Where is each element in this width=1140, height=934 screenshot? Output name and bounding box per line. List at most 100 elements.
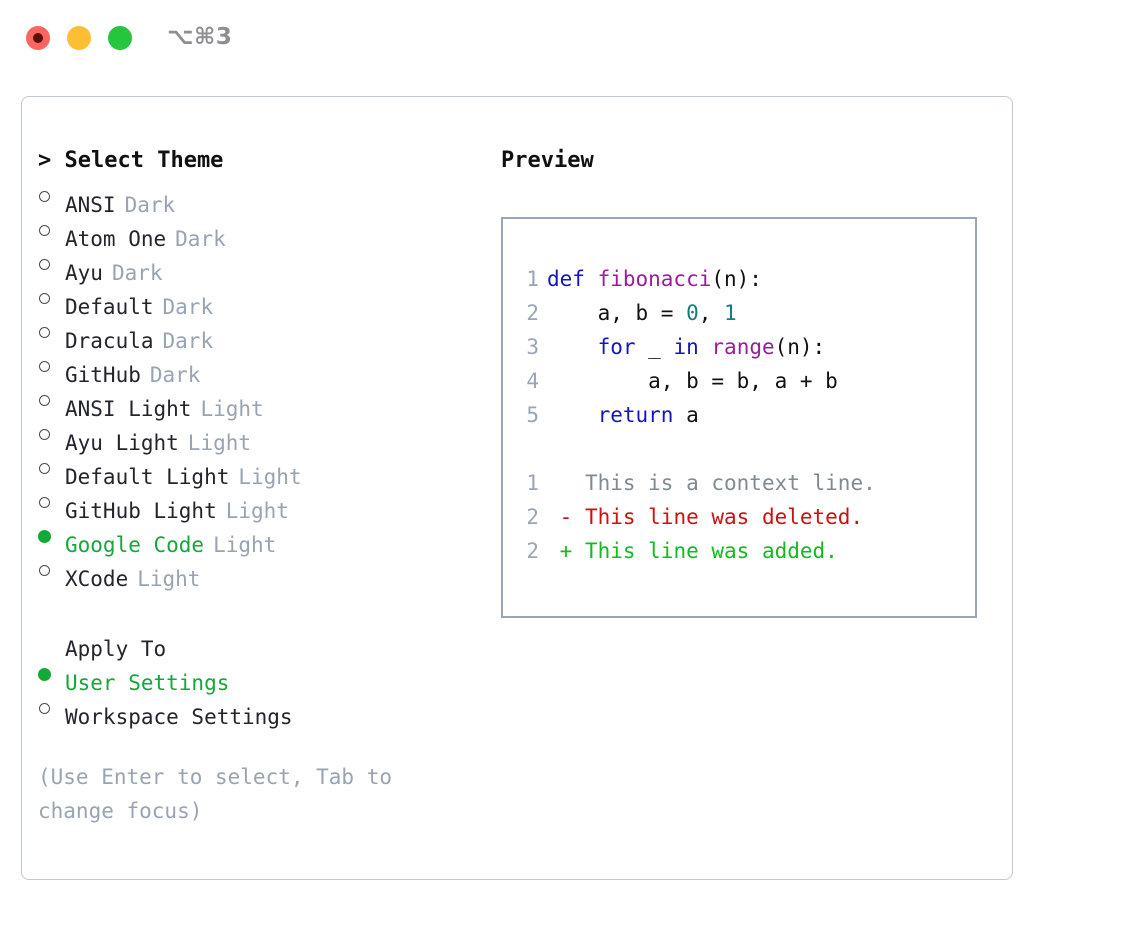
diff-text: This line was deleted.: [584, 505, 864, 529]
diff-marker: +: [547, 539, 585, 563]
radio-unselected-icon[interactable]: [38, 280, 65, 314]
code-token: return: [597, 403, 674, 427]
theme-item-variant-badge: Light: [213, 533, 277, 557]
code-token: a, b =: [547, 301, 687, 325]
line-number: 5: [526, 403, 539, 427]
radio-unselected-icon[interactable]: [38, 450, 65, 484]
radio-unselected-icon[interactable]: [38, 484, 65, 518]
theme-item-variant-badge: Dark: [124, 193, 176, 217]
code-token: fibonacci: [597, 267, 712, 291]
apply-to-item-0[interactable]: User Settings: [38, 656, 488, 695]
code-token: [547, 335, 598, 359]
theme-item-label: Default: [65, 295, 154, 319]
radio-unselected-icon[interactable]: [38, 212, 65, 246]
diff-line: 1 This is a context line.: [517, 466, 975, 500]
theme-item-label: Ayu: [65, 261, 103, 285]
code-line: 3 for _ in range(n):: [517, 330, 975, 364]
radio-unselected-icon[interactable]: [38, 382, 65, 416]
code-token: _: [635, 335, 674, 359]
radio-unselected-icon[interactable]: [38, 246, 65, 280]
diff-text: This is a context line.: [584, 471, 876, 495]
diff-line: 2 + This line was added.: [517, 534, 975, 568]
theme-item-label: GitHub Light: [65, 499, 217, 523]
code-line: 2 a, b = 0, 1: [517, 296, 975, 330]
theme-item-variant-badge: Light: [225, 499, 289, 523]
code-token: in: [673, 335, 699, 359]
apply-to-item-label: User Settings: [65, 671, 230, 695]
keyboard-shortcut-label: ⌥⌘3: [167, 24, 233, 50]
radio-selected-icon[interactable]: [38, 518, 65, 552]
theme-item-label: GitHub: [65, 363, 141, 387]
theme-item-label: Atom One: [65, 227, 167, 251]
code-token: for: [597, 335, 636, 359]
code-token: [699, 335, 712, 359]
apply-to-item-1[interactable]: Workspace Settings: [38, 690, 488, 729]
theme-item-variant-badge: Light: [238, 465, 302, 489]
zoom-button[interactable]: [108, 26, 132, 50]
keyboard-hint-text: (Use Enter to select, Tab to change focu…: [38, 765, 393, 823]
radio-unselected-icon[interactable]: [38, 552, 65, 586]
radio-selected-icon[interactable]: [38, 656, 65, 690]
code-blank-line: [517, 432, 975, 466]
minimize-button[interactable]: [67, 26, 91, 50]
theme-item-variant-badge: Light: [200, 397, 264, 421]
theme-item-3[interactable]: Default Dark: [38, 280, 488, 319]
code-token: a: [673, 403, 699, 427]
line-number: 2: [526, 301, 539, 325]
code-token: (n):: [711, 267, 762, 291]
code-token: 1: [724, 301, 737, 325]
select-theme-heading: > Select Theme: [38, 148, 224, 173]
theme-item-variant-badge: Dark: [175, 227, 226, 251]
line-number: 1: [526, 471, 539, 495]
theme-item-label: Google Code: [65, 533, 205, 557]
code-token: [547, 403, 598, 427]
theme-item-label: Default Light: [65, 465, 230, 489]
code-token: (n):: [774, 335, 826, 359]
line-number: 2: [526, 505, 539, 529]
radio-unselected-icon[interactable]: [38, 416, 65, 450]
diff-marker: -: [547, 505, 585, 529]
theme-item-label: Ayu Light: [65, 431, 179, 455]
radio-unselected-icon[interactable]: [38, 690, 65, 724]
theme-item-0[interactable]: ANSI Dark: [38, 178, 488, 217]
theme-item-1[interactable]: Atom One Dark: [38, 212, 488, 251]
radio-unselected-icon[interactable]: [38, 178, 65, 212]
code-line: 1 def fibonacci(n):: [517, 262, 975, 296]
title-bar: ⌥⌘3: [0, 0, 1140, 76]
theme-item-9[interactable]: GitHub Light Light: [38, 484, 488, 523]
theme-item-10[interactable]: Google Code Light: [38, 518, 488, 557]
code-token: def: [547, 267, 598, 291]
theme-item-label: ANSI: [65, 193, 116, 217]
theme-item-variant-badge: Dark: [162, 295, 214, 319]
radio-unselected-icon[interactable]: [38, 314, 65, 348]
theme-item-8[interactable]: Default Light Light: [38, 450, 488, 489]
code-line: 4 a, b = b, a + b: [517, 364, 975, 398]
close-button[interactable]: [26, 26, 50, 50]
line-number: 3: [526, 335, 539, 359]
theme-item-variant-badge: Dark: [111, 261, 163, 285]
line-number: 1: [526, 267, 539, 291]
theme-item-5[interactable]: GitHub Dark: [38, 348, 488, 387]
theme-item-2[interactable]: Ayu Dark: [38, 246, 488, 285]
diff-text: This line was added.: [584, 539, 838, 563]
code-token: a, b = b, a + b: [547, 369, 838, 393]
theme-item-variant-badge: Dark: [162, 329, 214, 353]
radio-unselected-icon[interactable]: [38, 348, 65, 382]
code-token: range: [711, 335, 775, 359]
code-token: ,: [698, 301, 725, 325]
code-token: 0: [686, 301, 699, 325]
line-number: 4: [526, 369, 539, 393]
bullet-placeholder-icon: [38, 622, 65, 656]
theme-item-variant-badge: Dark: [149, 363, 201, 387]
apply-to-item-label: Workspace Settings: [65, 705, 293, 729]
